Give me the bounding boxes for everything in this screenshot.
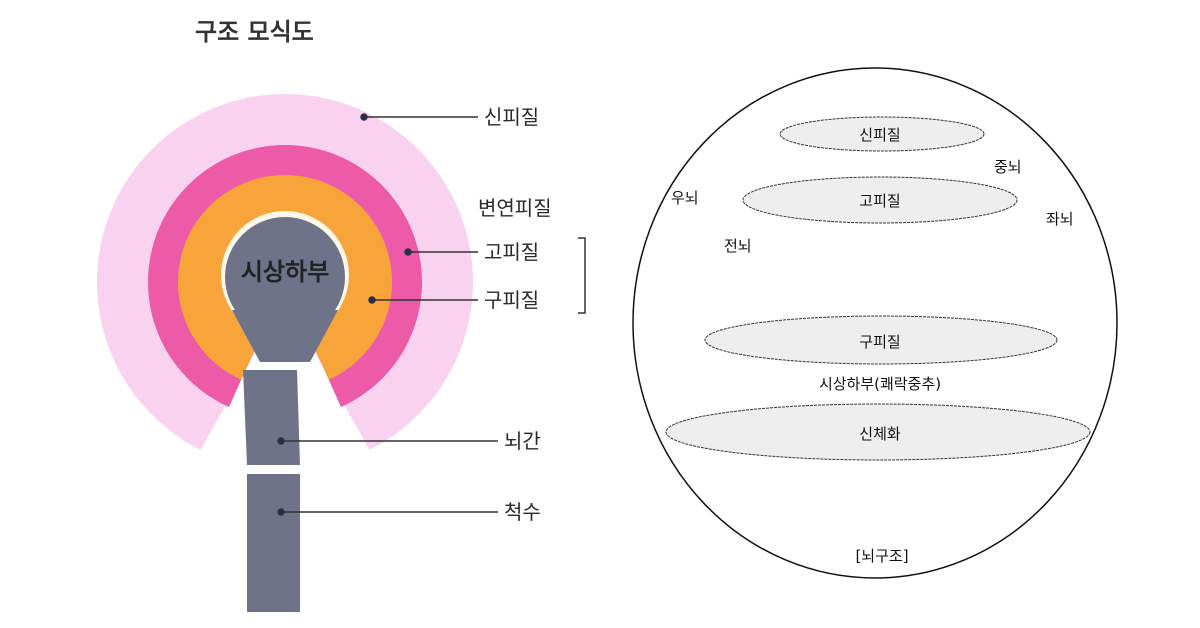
caption: [뇌구조] <box>855 547 908 565</box>
label-right-brain: 우뇌 <box>671 189 699 207</box>
label-paleocortex: 구피질 <box>484 288 539 312</box>
label-left-brain: 좌뇌 <box>1046 210 1074 228</box>
center-label: 시상하부 <box>241 258 329 286</box>
ellipse-neocortex <box>779 116 985 152</box>
label-hypothalamus: 시상하부(쾌락중추) <box>819 375 941 393</box>
left-title: 구조 모식도 <box>195 18 314 46</box>
label-spinal-cord: 척수 <box>504 500 541 524</box>
ellipse-archicortex <box>742 176 1018 224</box>
brain-structure-diagram: 신피질 고피질 구피질 신체화 우뇌 중뇌 좌뇌 전뇌 시상하부(쾌락중추) [… <box>632 67 1118 579</box>
spinal-cord-shape <box>247 474 300 612</box>
ellipse-label-2: 구피질 <box>859 333 900 351</box>
hypothalamus-core <box>225 217 345 337</box>
label-forebrain: 전뇌 <box>724 237 752 255</box>
label-brainstem: 뇌간 <box>504 429 541 453</box>
ellipse-label-3: 신체화 <box>859 425 901 443</box>
label-archicortex: 고피질 <box>484 240 539 264</box>
ellipse-label-0: 신피질 <box>859 126 900 144</box>
label-limbic: 변연피질 <box>478 196 552 220</box>
brainstem-shape <box>243 370 300 465</box>
structure-schematic: 구조 모식도 시상하부 신피질 변연피질 고피질 구피질 뇌간 척수 <box>97 18 586 612</box>
ellipse-paleocortex <box>704 315 1058 365</box>
label-midbrain: 중뇌 <box>994 158 1022 176</box>
label-neocortex: 신피질 <box>484 105 539 129</box>
ellipse-somatization <box>665 403 1091 461</box>
ellipse-label-1: 고피질 <box>859 192 900 210</box>
